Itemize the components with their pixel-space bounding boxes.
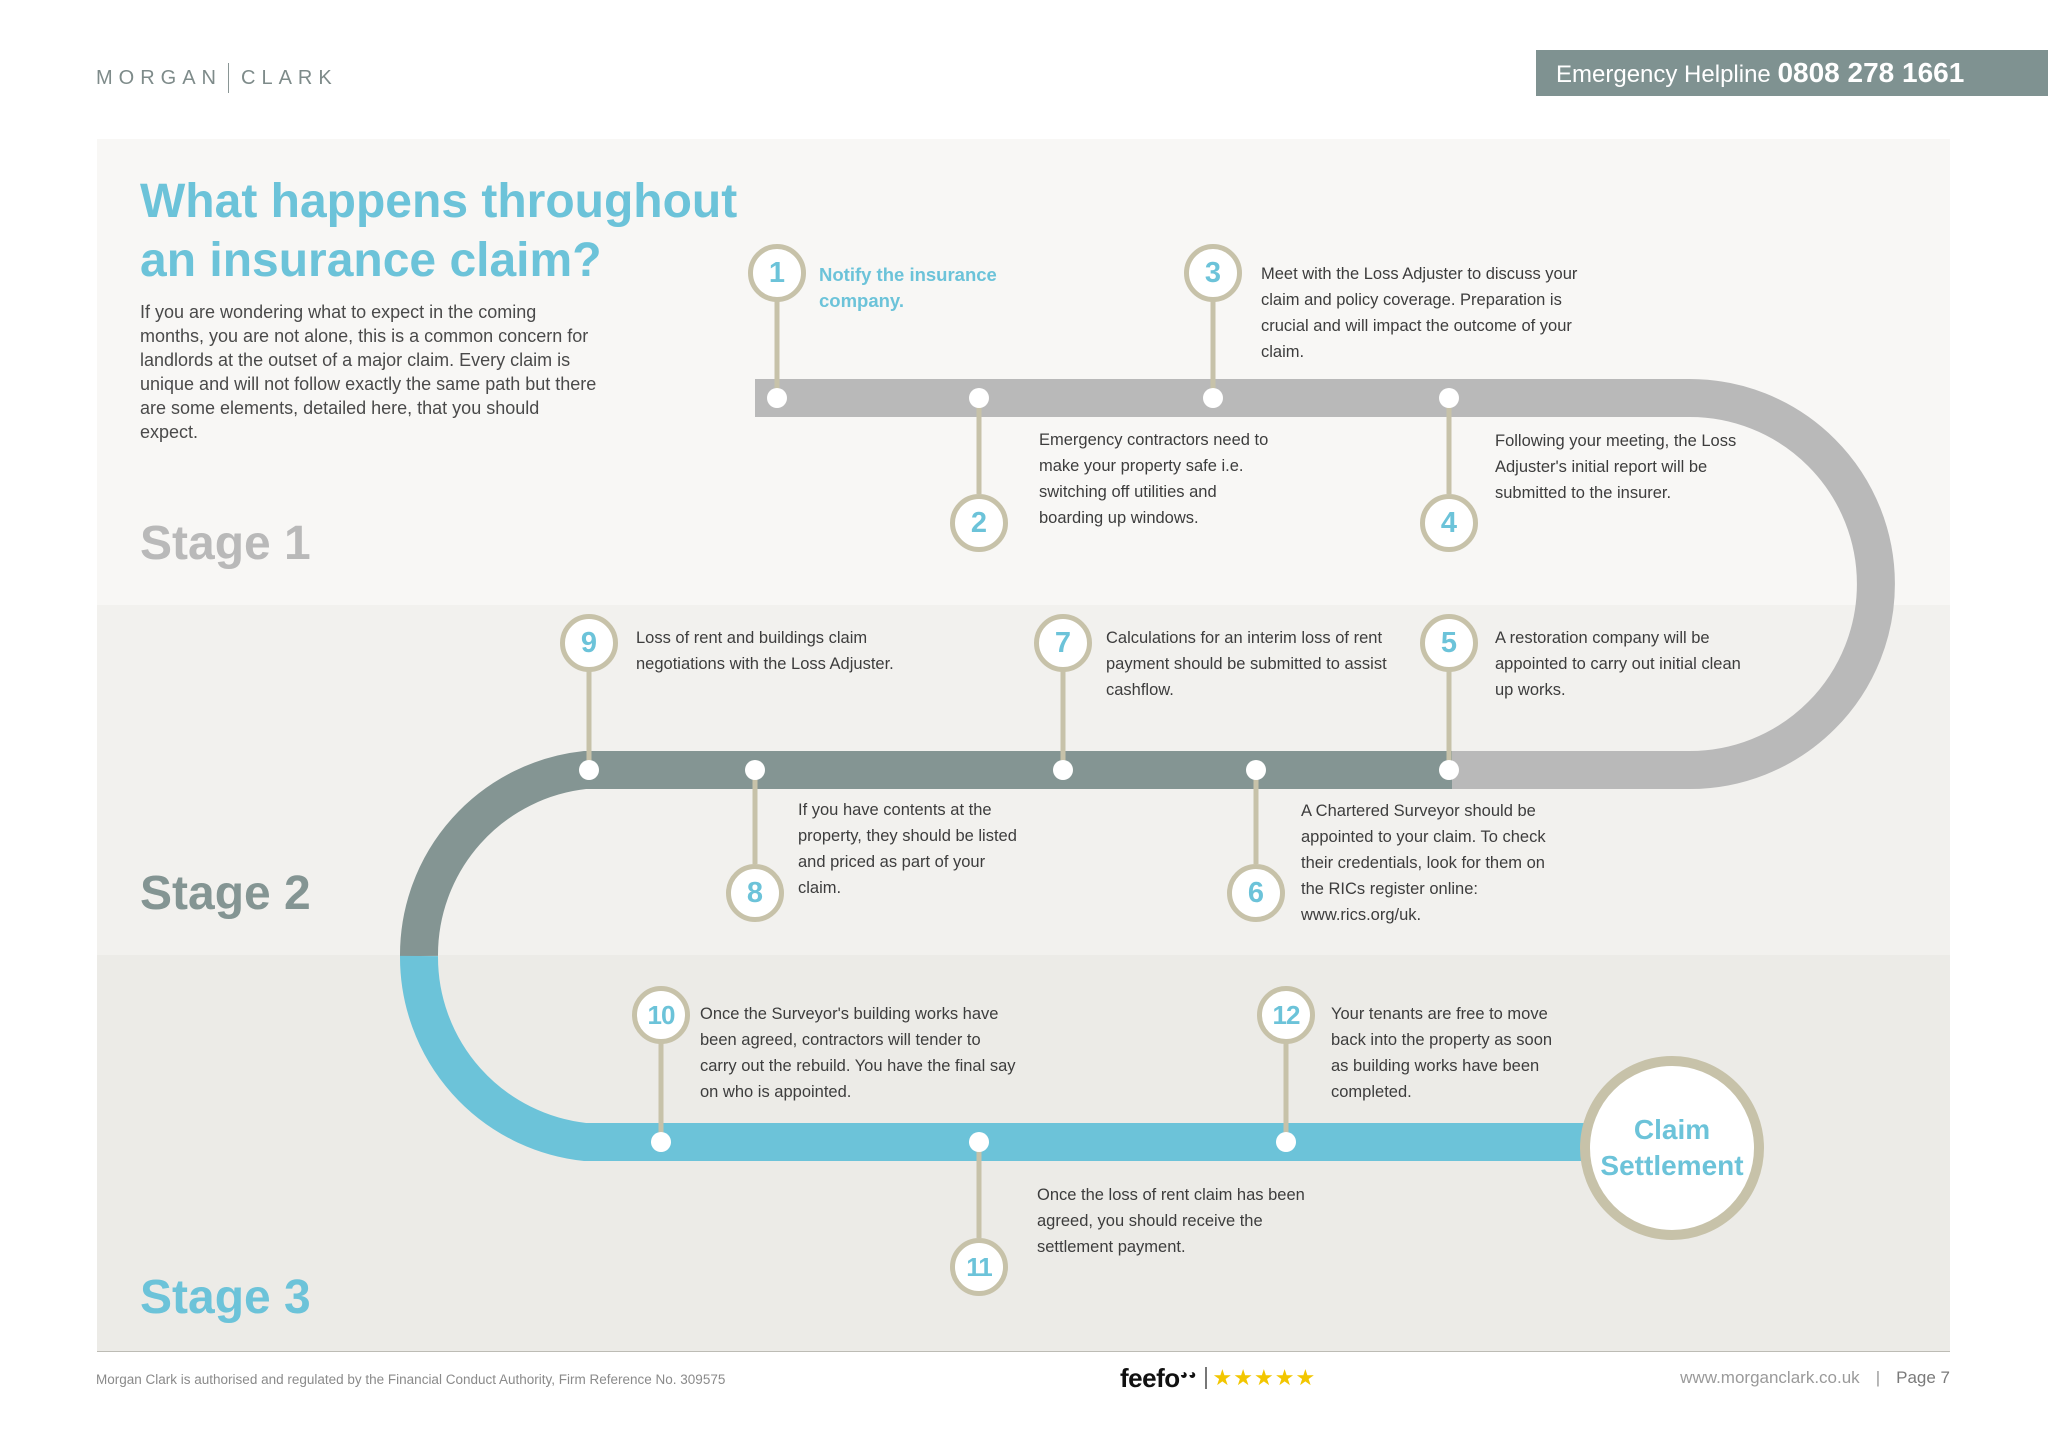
step-12-text: Your tenants are free to move back into … [1331, 1005, 1553, 1101]
regulation-notice: Morgan Clark is authorised and regulated… [96, 1372, 726, 1387]
road-stage-1 [755, 379, 1895, 789]
road-stage-2 [399, 751, 1452, 957]
step-1-text: Notify the insurance company. [819, 264, 997, 311]
emergency-helpline-banner: Emergency Helpline 0808 278 1661 [1536, 50, 2048, 96]
morgan-clark-logo: MORGAN CLARK [96, 60, 338, 96]
dot-8 [745, 760, 765, 780]
dot-6 [1246, 760, 1266, 780]
page-number: Page 7 [1896, 1368, 1950, 1387]
footer-divider [97, 1351, 1950, 1352]
step-2-badge: 2 [950, 494, 1008, 552]
step-11-badge: 11 [950, 1238, 1008, 1296]
stage-2-label: Stage 2 [140, 867, 311, 920]
step-10-text: Once the Surveyor's building works have … [700, 1005, 1016, 1101]
dot-7 [1053, 760, 1073, 780]
step-3-badge: 3 [1184, 244, 1242, 302]
step-2-text: Emergency contractors need to make your … [1039, 431, 1269, 527]
step-10-badge: 10 [632, 986, 690, 1044]
step-4-text: Following your meeting, the Loss Adjuste… [1495, 432, 1737, 502]
dot-9 [579, 760, 599, 780]
step-1-badge: 1 [748, 244, 806, 302]
road-track [399, 379, 1895, 1161]
helpline-label: Emergency Helpline [1556, 61, 1771, 88]
website-link[interactable]: www.morganclark.co.uk [1680, 1368, 1860, 1387]
helpline-number: 0808 278 1661 [1777, 57, 1965, 88]
road-stage-3 [399, 955, 1600, 1161]
road-dots [579, 388, 1459, 1152]
step-7-badge: 7 [1034, 614, 1092, 672]
step-9-text: Loss of rent and buildings claim negotia… [636, 629, 894, 673]
claim-settlement-circle: Claim Settlement [1580, 1056, 1764, 1240]
claim-settlement-label: Claim Settlement [1600, 1114, 1744, 1181]
star-rating-icon: ★★★★★ [1212, 1365, 1317, 1390]
page-title: What happens throughout an insurance cla… [140, 172, 780, 290]
step-8-badge: 8 [726, 864, 784, 922]
dot-11 [969, 1132, 989, 1152]
logo-word-morgan: MORGAN [96, 66, 222, 89]
dot-12 [1276, 1132, 1296, 1152]
step-7-text: Calculations for an interim loss of rent… [1106, 629, 1387, 699]
step-4-badge: 4 [1420, 494, 1478, 552]
step-9-badge: 9 [560, 614, 618, 672]
footer-right: www.morganclark.co.uk | Page 7 [1560, 1368, 1950, 1388]
logo-divider [228, 63, 229, 93]
step-8-text: If you have contents at the property, th… [798, 801, 1017, 897]
step-5-text: A restoration company will be appointed … [1495, 629, 1741, 699]
title-line-2: an insurance claim? [140, 234, 602, 287]
stage-1-band [97, 139, 1950, 605]
footer-separator: | [1875, 1368, 1881, 1387]
dot-4 [1439, 388, 1459, 408]
dot-10 [651, 1132, 671, 1152]
feefo-logo: feefo [1120, 1362, 1180, 1393]
dot-5 [1439, 760, 1459, 780]
feefo-rating: feefo ◕◕ ★★★★★ [1120, 1362, 1320, 1394]
intro-paragraph: If you are wondering what to expect in t… [140, 302, 597, 442]
stage-3-label: Stage 3 [140, 1271, 311, 1324]
step-12-badge: 12 [1257, 986, 1315, 1044]
title-line-1: What happens throughout [140, 175, 738, 228]
step-11-text: Once the loss of rent claim has been agr… [1037, 1186, 1305, 1256]
step-connectors [586, 298, 1452, 1238]
dot-1 [767, 388, 787, 408]
feefo-eyes-icon: ◕◕ [1179, 1366, 1197, 1382]
logo-word-clark: CLARK [241, 66, 338, 89]
dot-3 [1203, 388, 1223, 408]
step-5-badge: 5 [1420, 614, 1478, 672]
stage-1-label: Stage 1 [140, 517, 311, 570]
step-3-text: Meet with the Loss Adjuster to discuss y… [1261, 265, 1578, 361]
dot-2 [969, 388, 989, 408]
step-6-badge: 6 [1227, 864, 1285, 922]
step-6-text: A Chartered Surveyor should be appointed… [1301, 802, 1546, 924]
feefo-divider [1204, 1367, 1207, 1389]
